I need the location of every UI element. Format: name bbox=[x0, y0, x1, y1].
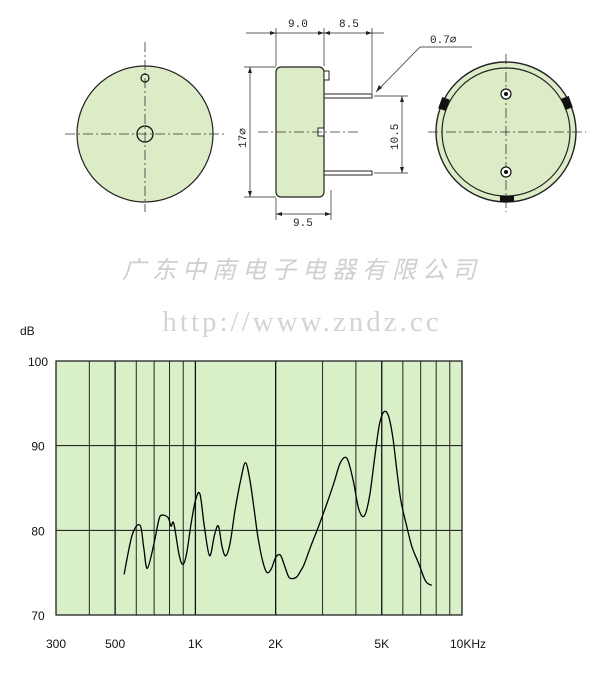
watermark-company: 广东中南电子电器有限公司 bbox=[122, 256, 482, 284]
y-axis-unit: dB bbox=[20, 324, 35, 338]
mark-dot bbox=[140, 73, 150, 83]
chart-vertical-grid bbox=[88, 361, 451, 615]
dim-top-right: 8.5 bbox=[339, 19, 359, 31]
back-view bbox=[428, 54, 586, 212]
dim-pin-diameter: 0.7∅ bbox=[430, 35, 457, 47]
x-tick-label: 300 bbox=[46, 637, 66, 651]
y-tick-labels: 100 90 80 70 bbox=[28, 355, 48, 623]
front-view bbox=[65, 42, 225, 212]
sound-hole bbox=[136, 125, 154, 143]
pin-top bbox=[323, 93, 373, 99]
chart-plot-area bbox=[55, 360, 463, 616]
x-tick-labels: 300 500 1K 2K 5K 10KHz bbox=[46, 637, 486, 651]
watermark-url: http://www.zndz.cc bbox=[162, 306, 442, 338]
pin-bottom bbox=[323, 170, 373, 176]
y-tick-label: 70 bbox=[31, 609, 45, 623]
dim-top-left: 9.0 bbox=[288, 19, 308, 31]
y-tick-label: 80 bbox=[31, 524, 45, 538]
response-curve bbox=[123, 410, 433, 586]
chart-horizontal-grid bbox=[56, 360, 462, 616]
dim-pin-spacing: 10.5 bbox=[390, 124, 402, 150]
y-tick-label: 100 bbox=[28, 355, 48, 369]
dim-bottom: 9.5 bbox=[293, 218, 313, 230]
side-view: 9.0 8.5 0.7∅ 17∅ 10.5 9.5 bbox=[238, 19, 472, 230]
dim-body-diameter: 17∅ bbox=[238, 128, 250, 148]
x-tick-label: 1K bbox=[188, 637, 203, 651]
x-tick-label: 500 bbox=[105, 637, 125, 651]
frequency-response-chart: dB 100 90 80 70 300 500 1K 2K 5K 10KHz bbox=[20, 324, 486, 651]
x-tick-label: 10KHz bbox=[450, 637, 486, 651]
x-tick-label: 2K bbox=[268, 637, 283, 651]
x-tick-label: 5K bbox=[374, 637, 389, 651]
y-tick-label: 90 bbox=[31, 440, 45, 454]
